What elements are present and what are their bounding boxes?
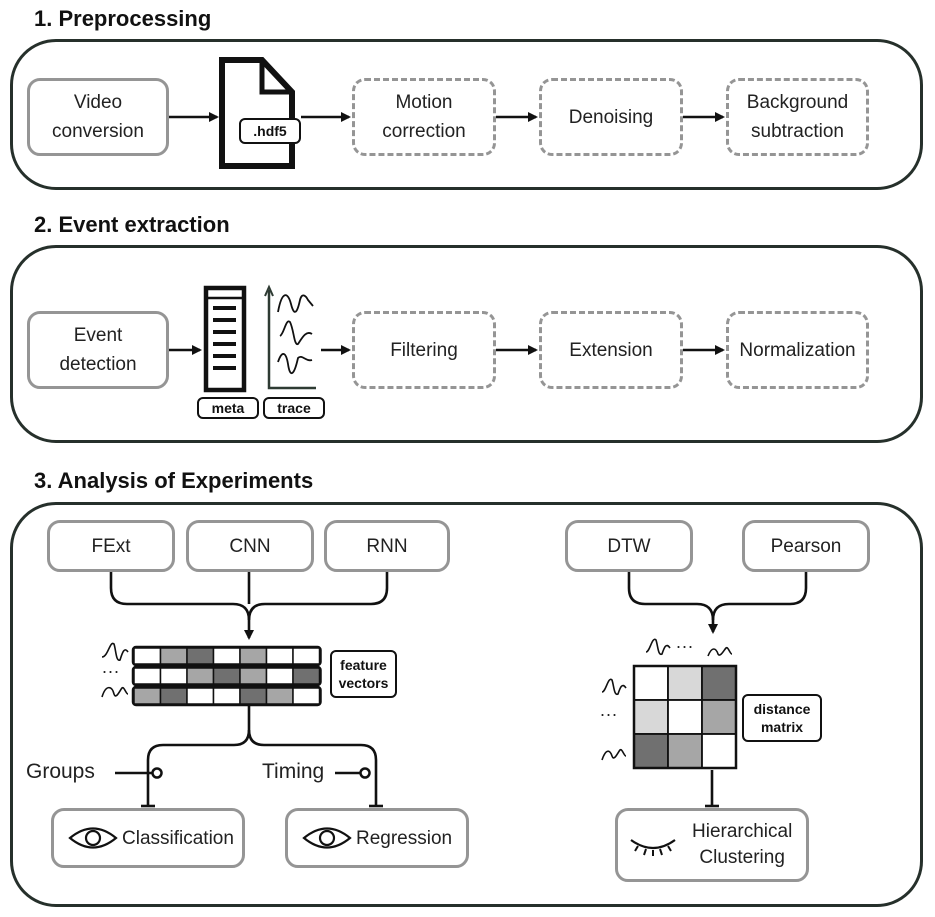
event-detection-box: Event detection [27, 311, 169, 389]
extension-box: Extension [539, 311, 683, 389]
meta-label: meta [197, 397, 259, 419]
section-title-analysis: 3. Analysis of Experiments [34, 468, 314, 493]
denoising-box: Denoising [539, 78, 683, 156]
dtw-box: DTW [565, 520, 693, 572]
pearson-box: Pearson [742, 520, 870, 572]
distance-matrix-label: distance matrix [742, 694, 822, 742]
clustering-label: Hierarchical Clustering [692, 821, 793, 868]
section-title-event-extraction: 2. Event extraction [34, 212, 230, 237]
dm-ellipsis-left: ... [600, 700, 619, 720]
fv-ellipsis: ... [102, 657, 121, 677]
motion-correction-box: Motion correction [352, 78, 496, 156]
section-title-preprocessing: 1. Preprocessing [34, 6, 212, 31]
background-subtraction-box: Background subtraction [726, 78, 869, 156]
dm-ellipsis-top: ... [676, 632, 695, 652]
filtering-box: Filtering [352, 311, 496, 389]
event-extraction-panel [10, 245, 923, 443]
classification-label: Classification [122, 827, 234, 849]
regression-label: Regression [356, 827, 453, 849]
rnn-box: RNN [324, 520, 450, 572]
normalization-box: Normalization [726, 311, 869, 389]
classification-box: Classification [51, 808, 245, 868]
closed-eye-icon [630, 839, 676, 856]
hierarchical-clustering-box: Hierarchical Clustering [615, 808, 809, 882]
eye-icon [302, 827, 352, 849]
preprocessing-panel [10, 39, 923, 190]
trace-label: trace [263, 397, 325, 419]
regression-box: Regression [285, 808, 469, 868]
analysis-panel [10, 502, 923, 907]
timing-label: Timing [262, 760, 325, 783]
groups-label: Groups [26, 760, 95, 783]
hdf5-label: .hdf5 [239, 118, 301, 144]
feature-vectors-label: feature vectors [330, 650, 397, 698]
cnn-box: CNN [186, 520, 314, 572]
fext-box: FExt [47, 520, 175, 572]
video-conversion-box: Video conversion [27, 78, 169, 156]
eye-icon [68, 827, 118, 849]
